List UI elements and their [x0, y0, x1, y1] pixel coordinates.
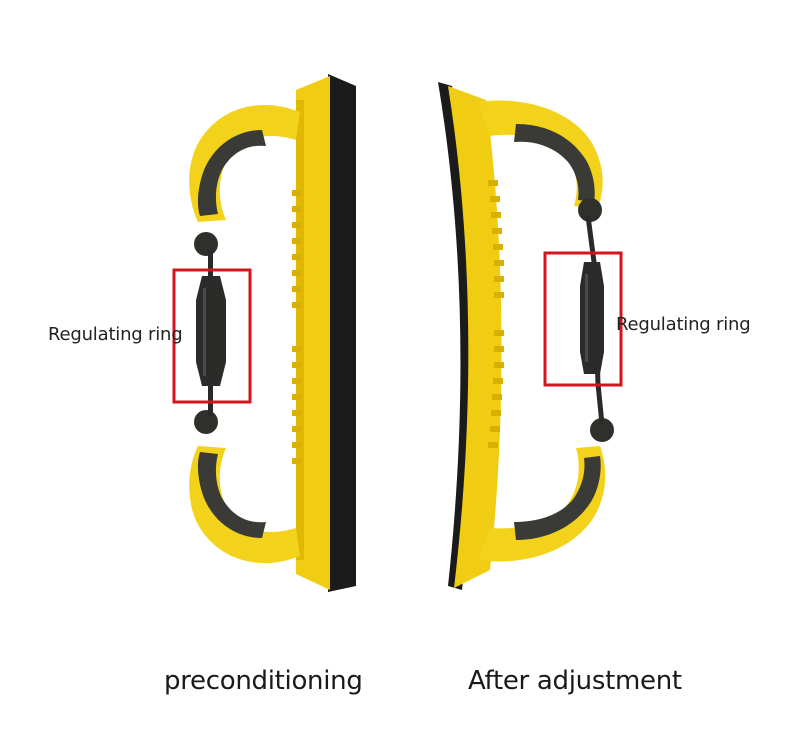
left-caption: preconditioning — [164, 666, 363, 696]
left-highlight-box — [172, 268, 252, 404]
left-rail-ribs — [292, 190, 302, 464]
right-regulating-ring — [580, 262, 604, 374]
left-upper-handle — [189, 104, 300, 222]
right-sanding-tool — [438, 82, 623, 590]
left-lower-grip — [197, 452, 266, 538]
left-sanding-pad — [328, 74, 356, 592]
right-regulating-ring-label: Regulating ring — [616, 314, 751, 335]
left-lower-handle — [189, 446, 300, 564]
left-regulating-ring-label: Regulating ring — [48, 324, 183, 345]
left-sanding-tool — [172, 74, 356, 592]
right-rail-ribs — [488, 180, 504, 448]
right-caption: After adjustment — [468, 666, 682, 696]
left-regulating-ring — [196, 276, 226, 386]
right-upper-handle — [478, 100, 603, 208]
right-highlight-box — [543, 251, 623, 387]
right-lower-handle — [478, 446, 606, 562]
right-lower-grip — [514, 456, 601, 540]
left-upper-grip — [197, 130, 266, 216]
right-upper-grip — [514, 124, 595, 202]
